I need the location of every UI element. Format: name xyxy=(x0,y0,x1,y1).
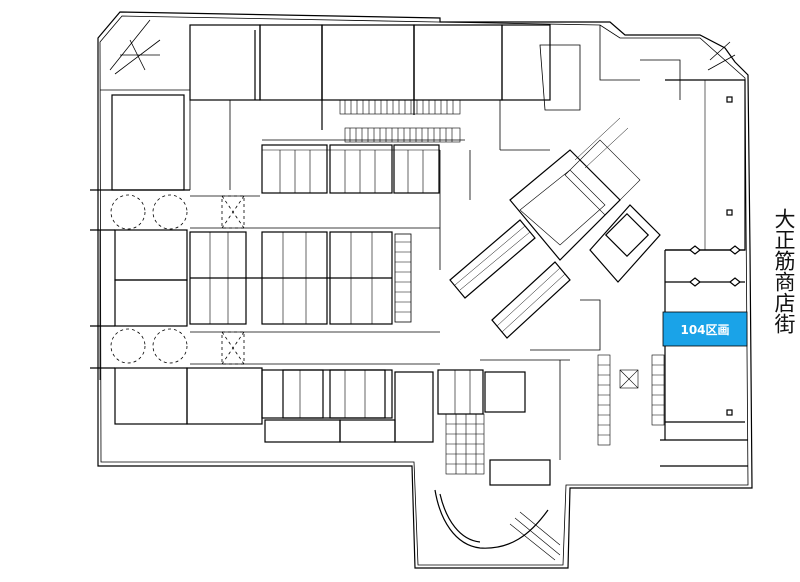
middle-grid-shops xyxy=(189,231,412,325)
upper-middle-shops xyxy=(261,144,440,194)
unit-104-fill[interactable] xyxy=(662,311,748,347)
tile-block xyxy=(445,413,485,475)
bottom-entrance xyxy=(434,459,561,561)
right-column xyxy=(660,79,748,467)
stairs-top xyxy=(339,99,461,143)
central-atrium xyxy=(564,117,661,283)
unit-104-label: 104区画 xyxy=(680,323,729,337)
unit-104[interactable]: 104区画 xyxy=(662,311,748,347)
building-outline xyxy=(97,11,753,569)
internal-walls xyxy=(99,25,681,460)
bottom-middle-shops xyxy=(261,369,526,443)
street-label: 大正筋商店街 xyxy=(772,208,796,334)
building-outline-inner xyxy=(99,15,749,566)
diagonal-wings xyxy=(449,149,621,339)
left-rooms xyxy=(90,94,263,425)
right-stairs xyxy=(597,354,665,446)
dashed-columns xyxy=(110,194,245,365)
